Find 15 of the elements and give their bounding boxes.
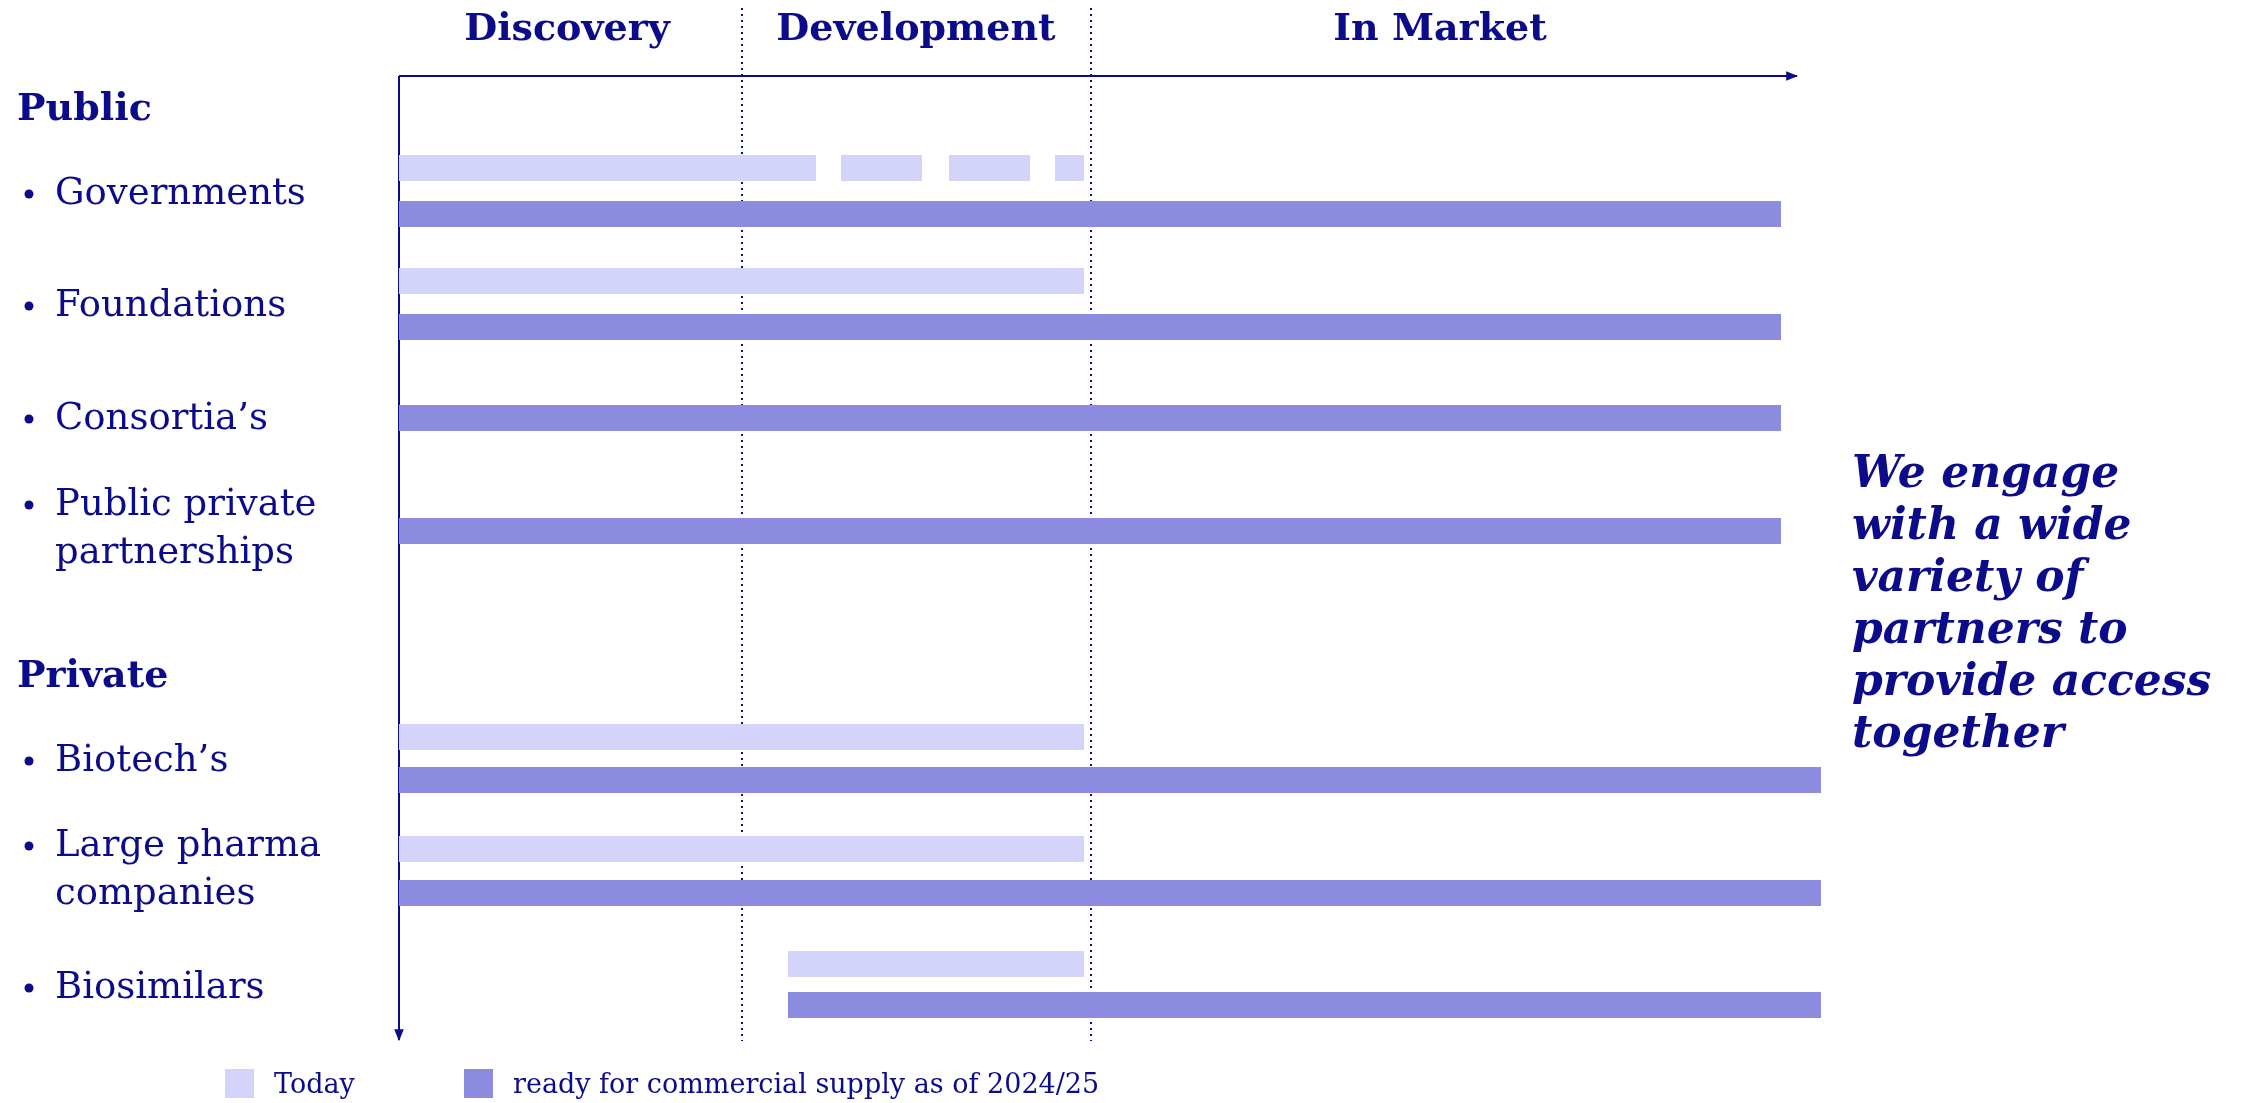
partner-label: Large pharma companies: [55, 821, 323, 916]
phase-header: Discovery: [464, 3, 670, 51]
group-heading: Public: [17, 83, 153, 131]
partner-label: Public private partnerships: [55, 480, 318, 575]
partner-label: Consortia’s: [55, 394, 269, 440]
partner-label: Biosimilars: [55, 963, 266, 1009]
statement-text: We engage with a wide variety of partners to provide access together: [1852, 446, 2213, 758]
partner-label: Foundations: [55, 281, 288, 327]
partner-label: Biotech’s: [55, 736, 230, 782]
partner-label: Governments: [55, 169, 307, 215]
legend-text: Today: [274, 1068, 355, 1099]
phase-header: Development: [776, 3, 1056, 51]
legend-text: ready for commercial supply as of 2024/25: [513, 1068, 1100, 1099]
group-heading: Private: [17, 650, 170, 698]
phase-header: In Market: [1333, 3, 1547, 51]
